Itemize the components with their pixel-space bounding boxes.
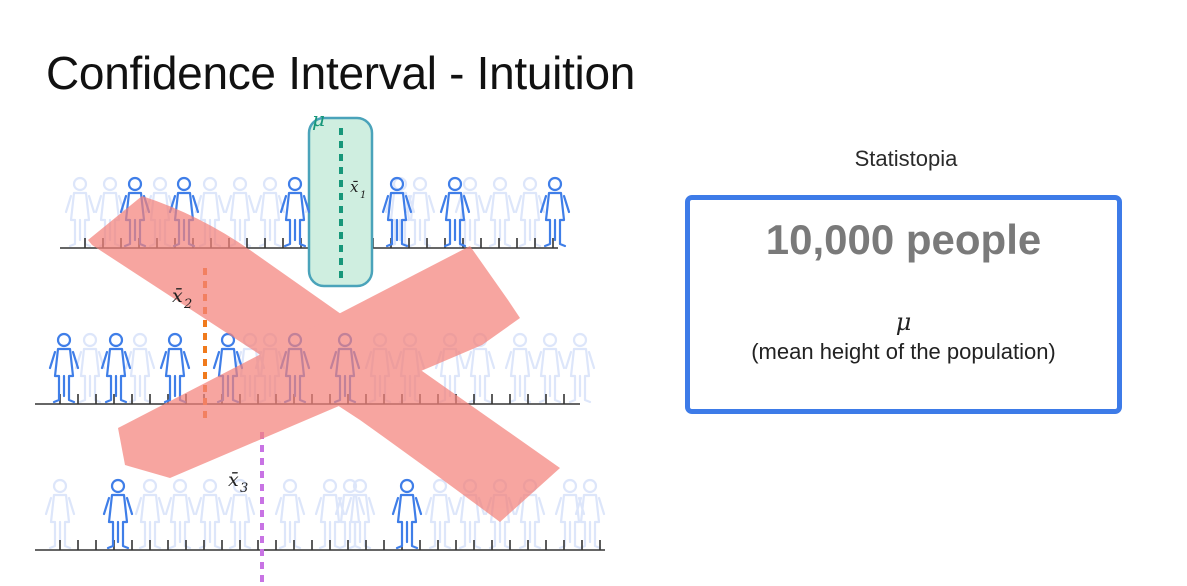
person-icon [102,478,134,550]
faded-person-icon [44,478,76,550]
person-icon [279,176,311,248]
sample-1-label: x̄ 1 [350,178,366,201]
faded-person-icon [134,478,166,550]
faded-person-icon [64,176,96,248]
faded-person-icon [574,478,606,550]
sampling-diagram: μ x̄ 1 x̄ 2 x̄ 3 [35,107,606,586]
faded-person-icon [534,332,566,404]
faded-person-icon [514,176,546,248]
mu-label: μ [312,107,325,131]
population-name: Statistopia [854,146,958,171]
person-icon [48,332,80,404]
svg-text:x̄: x̄ [172,285,183,307]
person-icon [539,176,571,248]
sample-1-highlight [307,116,374,288]
faded-person-icon [504,332,536,404]
population-count: 10,000 people [765,216,1042,263]
sample-2-label: x̄ 2 [172,285,192,312]
person-icon [159,332,191,404]
faded-person-icon [554,478,586,550]
faded-person-icon [194,478,226,550]
faded-person-icon [74,332,106,404]
red-cross-mark [88,196,560,522]
faded-person-icon [274,478,306,550]
svg-text:1: 1 [360,190,366,201]
person-icon [391,478,423,550]
faded-person-icon [224,176,256,248]
faded-person-icon [254,176,286,248]
mu-symbol: μ [895,308,912,336]
sample-3-label: x̄ 3 [228,469,248,496]
population-box: 10,000 people μ (mean height of the popu… [685,195,1122,414]
faded-person-icon [314,478,346,550]
population-description: (mean height of the population) [751,339,1056,364]
faded-person-icon [164,478,196,550]
svg-text:x̄: x̄ [350,178,359,196]
slide-title: Confidence Interval - Intuition [46,47,636,99]
faded-person-icon [484,176,516,248]
faded-person-icon [424,478,456,550]
svg-text:3: 3 [240,481,248,496]
svg-text:x̄: x̄ [228,469,239,491]
svg-text:2: 2 [183,297,192,312]
faded-person-icon [564,332,596,404]
